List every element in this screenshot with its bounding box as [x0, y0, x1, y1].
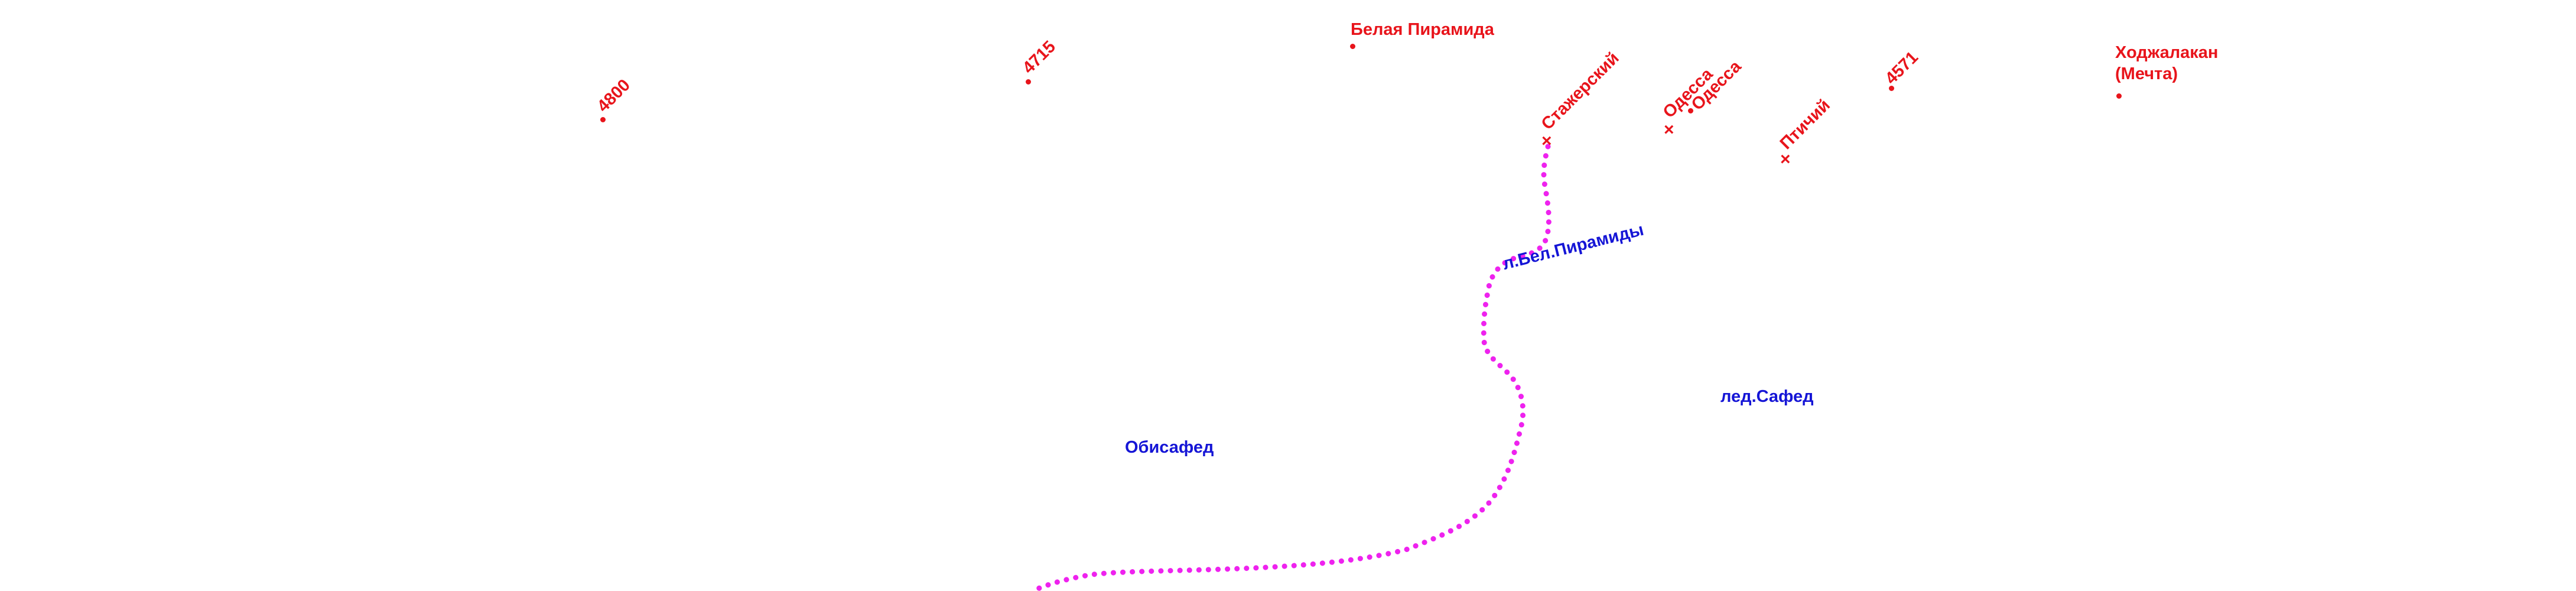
- route-line: [1032, 144, 1552, 591]
- pass-odessa-marker: ×: [1664, 120, 1674, 139]
- peak-khodzhalakan-marker: [2116, 93, 2122, 99]
- peak-belaya-piramida-label: Белая Пирамида: [1351, 20, 1494, 39]
- glacier-obisafed-label: Обисафед: [1125, 438, 1214, 457]
- peak-khodzhalakan-sublabel: (Мечта): [2115, 64, 2178, 83]
- glacier-safed-label: лед.Сафед: [1720, 387, 1814, 406]
- peak-odessa-marker: [1688, 108, 1693, 113]
- peak-4715-marker: [1026, 79, 1031, 85]
- peak-4571-marker: [1889, 86, 1894, 91]
- peak-khodzhalakan-label: Ходжалакан: [2115, 43, 2219, 62]
- pass-ptichiy-marker: ×: [1780, 150, 1791, 169]
- pass-stazherskiy-marker: ×: [1541, 131, 1552, 151]
- peak-belaya-piramida-marker: [1350, 44, 1355, 49]
- peak-4800-marker: [600, 117, 606, 122]
